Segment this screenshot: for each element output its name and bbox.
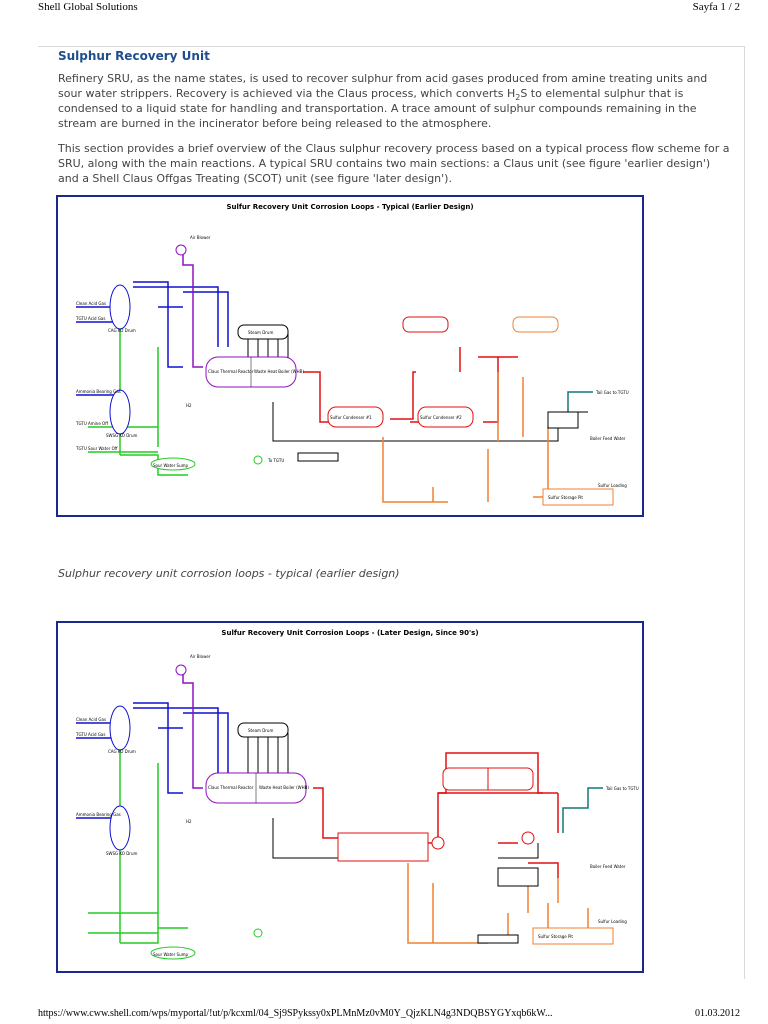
paragraph-overview: This section provides a brief overview o… bbox=[58, 142, 730, 185]
fig2-label-steam-drum: Steam Drum bbox=[248, 728, 273, 733]
fig1-title: Sulfur Recovery Unit Corrosion Loops - T… bbox=[226, 203, 473, 211]
fig2-label-cag-ko-drum: CAG KO Drum bbox=[108, 749, 136, 754]
paragraph-intro-part-b: S to elemental sulphur that is condensed… bbox=[58, 87, 697, 130]
figure-earlier-design: Sulfur Recovery Unit Corrosion Loops - T… bbox=[56, 195, 644, 517]
fig1-label-swsg-ko-drum: SWSG KO Drum bbox=[106, 433, 137, 438]
footer-url: https://www.cww.shell.com/wps/myportal/!… bbox=[38, 1008, 553, 1019]
fig1-label-waste-heat-boiler: Waste Heat Boiler (WHB) bbox=[254, 369, 304, 374]
fig1-label-bfw: Boiler Feed Water bbox=[590, 436, 626, 441]
figure1-caption: Sulphur recovery unit corrosion loops - … bbox=[58, 567, 400, 580]
fig2-label-h2: H2 bbox=[186, 819, 192, 824]
fig2-label-ammonia-bearing-gas: Ammonia Bearing Gas bbox=[76, 812, 121, 817]
article-content: Sulphur Recovery Unit Refinery SRU, as t… bbox=[38, 46, 745, 979]
fig1-label-tgtu-sour-water: TGTU Sour Water Off bbox=[75, 446, 118, 451]
fig2-label-thermal-reactor: Claus Thermal Reactor bbox=[208, 785, 254, 790]
fig2-label-sour-water-sump: Sour Water Sump bbox=[153, 952, 189, 957]
fig1-label-steam-drum: Steam Drum bbox=[248, 330, 273, 335]
flow-diagram-earlier: Sulfur Recovery Unit Corrosion Loops - T… bbox=[75, 203, 629, 506]
fig1-label-ammonia-bearing-gas: Ammonia Bearing Gas bbox=[76, 389, 121, 394]
fig1-label-tgtu-amine: TGTU Amine Off bbox=[75, 421, 108, 426]
paragraph-intro: Refinery SRU, as the name states, is use… bbox=[58, 71, 733, 131]
figure-later-design: Sulfur Recovery Unit Corrosion Loops - (… bbox=[56, 621, 644, 973]
fig1-label-condenser-1: Sulfur Condenser #1 bbox=[330, 415, 372, 420]
fig2-label-air-blower: Air Blower bbox=[190, 654, 211, 659]
fig2-label-swsg-ko-drum: SWSG KO Drum bbox=[106, 851, 137, 856]
fig2-label-sulfur-storage-pit: Sulfur Storage Pit bbox=[538, 934, 573, 939]
fig1-label-sulfur-loading: Sulfur Loading bbox=[598, 483, 627, 488]
flow-diagram-later: Sulfur Recovery Unit Corrosion Loops - (… bbox=[75, 629, 639, 960]
fig1-label-sulfur-storage-pit: Sulfur Storage Pit bbox=[548, 495, 583, 500]
footer-date: 01.03.2012 bbox=[695, 1008, 740, 1019]
section-title: Sulphur Recovery Unit bbox=[58, 49, 210, 63]
page-header: Shell Global Solutions Sayfa 1 / 2 bbox=[0, 0, 768, 16]
fig1-label-h2: H2 bbox=[186, 403, 192, 408]
fig1-label-condenser-2: Sulfur Condenser #2 bbox=[420, 415, 462, 420]
fig2-label-tgtu-acid-gas: TGTU Acid Gas bbox=[75, 732, 105, 737]
fig2-label-waste-heat-boiler: Waste Heat Boiler (WHB) bbox=[259, 785, 309, 790]
subscript-2: 2 bbox=[515, 93, 521, 103]
fig1-label-air-blower: Air Blower bbox=[190, 235, 211, 240]
header-page-number: Sayfa 1 / 2 bbox=[692, 1, 740, 13]
fig1-label-cag-ko-drum: CAG KO Drum bbox=[108, 328, 136, 333]
fig2-label-clean-acid-gas: Clean Acid Gas bbox=[76, 717, 106, 722]
fig2-title: Sulfur Recovery Unit Corrosion Loops - (… bbox=[221, 629, 478, 637]
header-site-name: Shell Global Solutions bbox=[38, 1, 138, 13]
fig2-label-sulfur-loading: Sulfur Loading bbox=[598, 919, 627, 924]
fig1-label-tail-gas: Tail Gas to TGTU bbox=[595, 390, 629, 395]
fig2-label-tail-gas: Tail Gas to TGTU bbox=[605, 786, 639, 791]
fig2-label-bfw: Boiler Feed Water bbox=[590, 864, 626, 869]
fig1-label-tgtu-acid-gas: TGTU Acid Gas bbox=[75, 316, 105, 321]
paragraph-intro-part-a: Refinery SRU, as the name states, is use… bbox=[58, 72, 708, 100]
page-footer: https://www.cww.shell.com/wps/myportal/!… bbox=[0, 1008, 768, 1024]
fig1-label-to-tgtu: To TGTU bbox=[267, 458, 284, 463]
fig1-label-sour-water-sump: Sour Water Sump bbox=[153, 463, 189, 468]
fig1-label-thermal-reactor: Claus Thermal Reactor bbox=[208, 369, 254, 374]
fig1-label-clean-acid-gas: Clean Acid Gas bbox=[76, 301, 106, 306]
